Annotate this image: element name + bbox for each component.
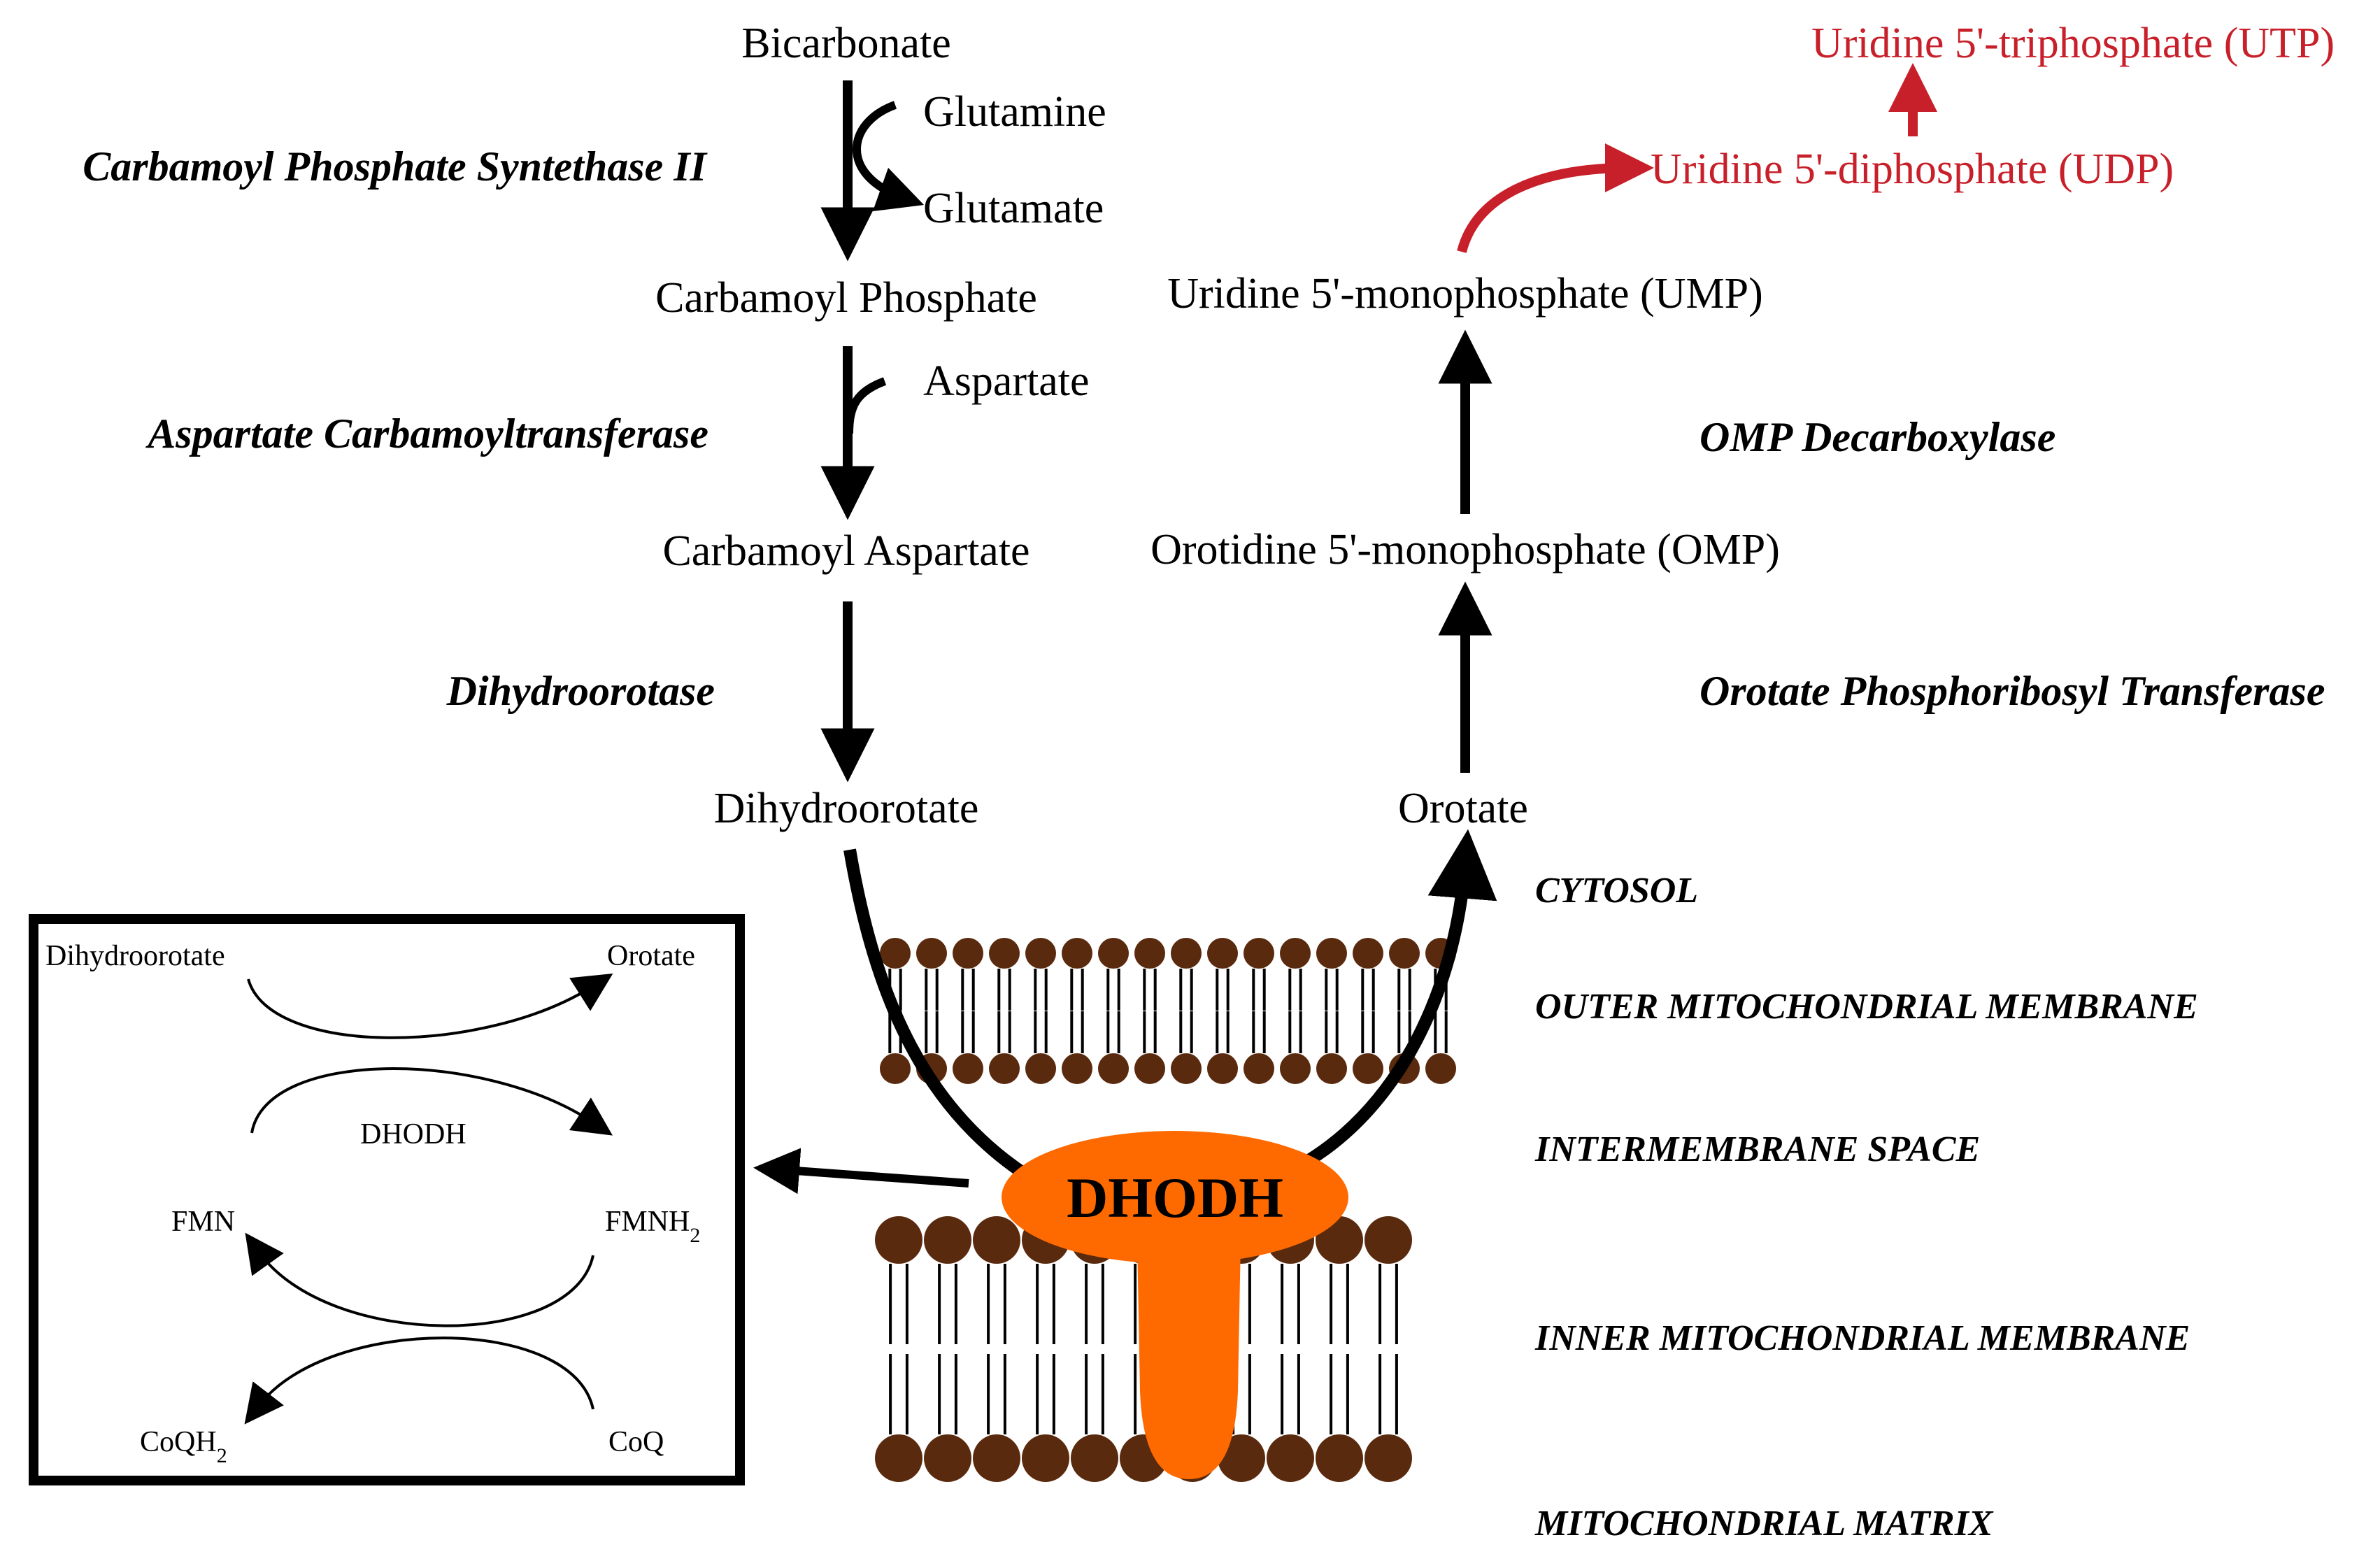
enzyme-cps2: Carbamoyl Phosphate Syntethase II	[83, 143, 708, 190]
lipid-head	[1218, 1434, 1265, 1482]
lipid-head	[953, 1053, 983, 1084]
lipid-head	[1171, 938, 1202, 969]
lipid-head	[880, 938, 911, 969]
lipid-head	[973, 1434, 1020, 1482]
inset-arrow-fmn-to-fmnh2	[250, 1067, 613, 1136]
dhodh-head	[1002, 1131, 1348, 1264]
lipid-head	[1280, 1053, 1311, 1084]
label-udp: Uridine 5'-diphosphate (UDP)	[1651, 145, 2174, 193]
label-ump: Uridine 5'-monophosphate (UMP)	[1167, 270, 1763, 318]
dhodh-anchor	[1136, 1203, 1241, 1479]
enzyme-dho: Dihydroorotase	[446, 668, 715, 714]
inset-coqh2: CoQH2	[140, 1426, 227, 1467]
inset-dhodh: DHODH	[360, 1118, 466, 1150]
lipid-head	[880, 1053, 911, 1084]
lipid-head	[1098, 938, 1129, 969]
lipid-head	[1062, 938, 1092, 969]
lipid-head	[1134, 938, 1165, 969]
dhodh-reaction-inset: Dihydroorotate Orotate DHODH FMN FMNH2 C…	[29, 914, 745, 1485]
lipid-head	[1353, 938, 1383, 969]
glutamine-glutamate-side-arrow	[853, 101, 925, 212]
arrow-ump-to-udp	[1457, 143, 1654, 253]
label-dihydroorotate: Dihydroorotate	[714, 785, 979, 832]
lipid-head	[1207, 938, 1238, 969]
label-glutamate: Glutamate	[923, 185, 1104, 232]
compartment-matrix: MITOCHONDRIAL MATRIX	[1534, 1504, 1994, 1544]
inset-orotate: Orotate	[607, 940, 695, 972]
label-glutamine: Glutamine	[923, 88, 1106, 136]
lipid-head	[916, 938, 947, 969]
lipid-head	[1389, 938, 1420, 969]
lipid-head	[1364, 1216, 1412, 1264]
lipid-head	[1098, 1053, 1129, 1084]
dhodh-label: DHODH	[1067, 1166, 1283, 1229]
lipid-head	[1280, 938, 1311, 969]
compartment-intermembrane: INTERMEMBRANE SPACE	[1534, 1129, 1980, 1169]
inset-arrow-dihydroorotate-to-orotate	[247, 974, 613, 1039]
lipid-head	[1244, 1053, 1274, 1084]
lipid-head	[973, 1216, 1020, 1264]
inset-coq: CoQ	[608, 1426, 664, 1458]
inset-arrow-fmnh2-to-fmn	[245, 1232, 594, 1327]
lipid-head	[1025, 1053, 1056, 1084]
label-utp: Uridine 5'-triphosphate (UTP)	[1811, 20, 2335, 67]
outer-mitochondrial-membrane	[880, 938, 1456, 1084]
inset-fmnh2: FMNH2	[605, 1206, 700, 1247]
lipid-head	[1316, 1434, 1363, 1482]
lipid-head	[1071, 1434, 1118, 1482]
label-carbamoyl-aspartate: Carbamoyl Aspartate	[662, 527, 1029, 575]
lipid-head	[1364, 1434, 1412, 1482]
inset-frame	[29, 914, 745, 1485]
lipid-head	[875, 1216, 922, 1264]
lipid-head	[1171, 1053, 1202, 1084]
compartment-inner-membrane: INNER MITOCHONDRIAL MEMBRANE	[1534, 1318, 2190, 1358]
enzyme-oprt: Orotate Phosphoribosyl Transferase	[1700, 668, 2325, 714]
lipid-head	[953, 938, 983, 969]
dhodh-enzyme: DHODH	[1002, 1131, 1348, 1479]
lipid-head	[1316, 1053, 1347, 1084]
arrow-dhodh-to-inset	[753, 1148, 969, 1195]
inset-dihydroorotate: Dihydroorotate	[45, 940, 225, 972]
inset-arrow-coq-to-coqh2	[244, 1336, 594, 1425]
label-orotate: Orotate	[1398, 785, 1528, 832]
enzyme-ompdc: OMP Decarboxylase	[1700, 414, 2055, 460]
lipid-head	[1353, 1053, 1383, 1084]
lipid-head	[1267, 1434, 1314, 1482]
lipid-head	[875, 1434, 922, 1482]
label-aspartate: Aspartate	[923, 357, 1090, 405]
lipid-head	[1244, 938, 1274, 969]
lipid-head	[1022, 1434, 1069, 1482]
lipid-head	[989, 1053, 1020, 1084]
label-carbamoyl-phosphate: Carbamoyl Phosphate	[655, 274, 1037, 322]
label-bicarbonate: Bicarbonate	[741, 20, 951, 67]
lipid-head	[1025, 938, 1056, 969]
arrow-dihydroorotate-into-dhodh	[843, 848, 1053, 1195]
lipid-head	[1316, 938, 1347, 969]
lipid-head	[989, 938, 1020, 969]
enzyme-atc: Aspartate Carbamoyltransferase	[145, 411, 708, 457]
lipid-head	[1207, 1053, 1238, 1084]
compartment-outer-membrane: OUTER MITOCHONDRIAL MEMBRANE	[1535, 987, 2198, 1027]
label-omp: Orotidine 5'-monophosphate (OMP)	[1150, 526, 1780, 573]
lipid-head	[1062, 1053, 1092, 1084]
lipid-head	[1134, 1053, 1165, 1084]
lipid-head	[1425, 1053, 1456, 1084]
compartment-cytosol: CYTOSOL	[1535, 871, 1698, 911]
arrow-dhodh-to-orotate	[1304, 829, 1497, 1167]
lipid-head	[924, 1216, 971, 1264]
lipid-head	[924, 1434, 971, 1482]
inset-fmn: FMN	[171, 1206, 235, 1238]
aspartate-side-arrow	[845, 377, 887, 434]
